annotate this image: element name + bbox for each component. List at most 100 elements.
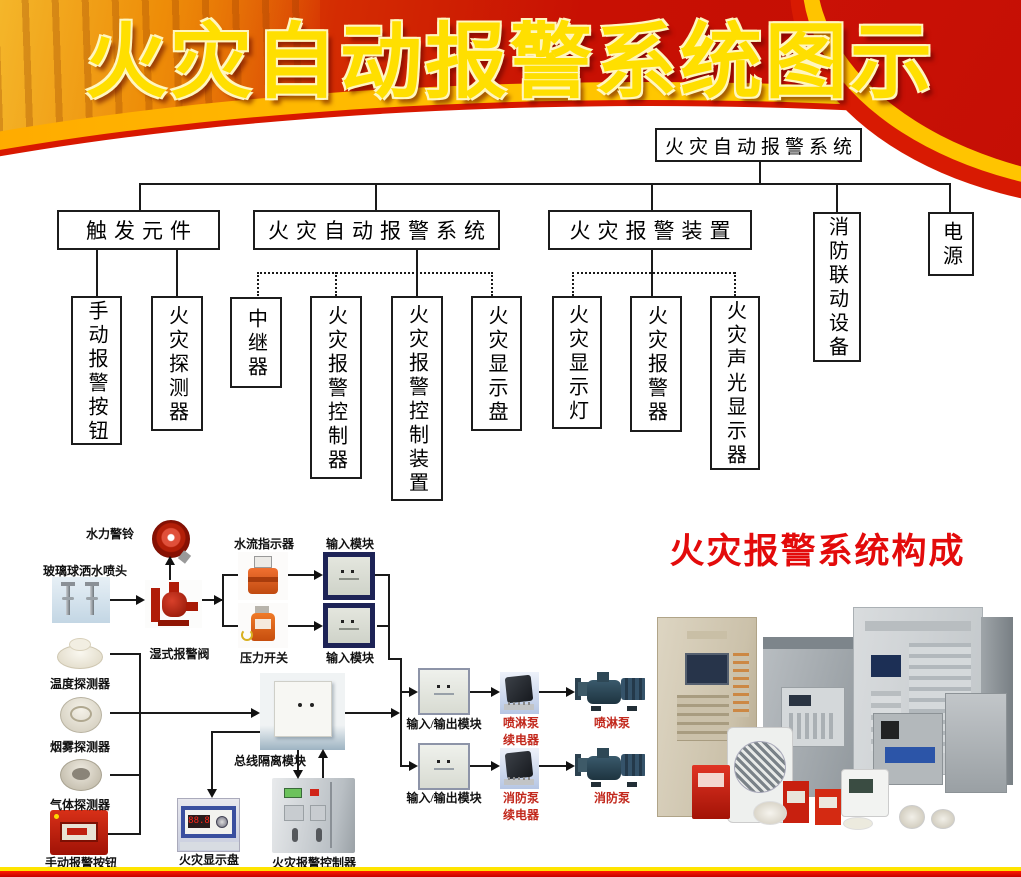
photo-input-module-top bbox=[323, 552, 375, 600]
label-pressure-switch: 压力开关 bbox=[239, 651, 288, 665]
photo-smoke-detector bbox=[52, 693, 110, 738]
connector-arrow bbox=[214, 595, 223, 605]
label-gas-detector: 气体探测器 bbox=[49, 798, 110, 812]
label-wet-valve: 湿式报警阀 bbox=[149, 647, 210, 661]
tree-box-indicator-lamp: 火灾显示灯 bbox=[552, 296, 602, 429]
connector bbox=[538, 765, 568, 767]
photo-bus-isolator-module bbox=[260, 673, 345, 750]
connector bbox=[211, 731, 213, 790]
photo-wet-alarm-valve bbox=[145, 580, 202, 628]
connector bbox=[108, 774, 141, 776]
connector-arrow bbox=[409, 687, 418, 697]
label-io-module-bottom: 输入/输出模块 bbox=[406, 791, 482, 805]
connector bbox=[211, 731, 260, 733]
tree-box-fire-detector: 火灾探测器 bbox=[151, 296, 203, 431]
connector-dotted bbox=[572, 272, 735, 274]
connector bbox=[322, 757, 324, 780]
connector-dotted bbox=[257, 272, 259, 296]
label-smoke-detector: 烟雾探测器 bbox=[49, 740, 110, 754]
photo-input-module-bottom bbox=[323, 603, 375, 648]
photo-flow-indicator bbox=[238, 552, 288, 600]
label-input-module-top: 输入模块 bbox=[325, 537, 374, 551]
connector bbox=[222, 625, 240, 627]
connector bbox=[139, 183, 141, 210]
label-manual-call-point: 手动报警按钮 bbox=[45, 856, 118, 870]
connector bbox=[288, 574, 316, 576]
equipment-photo-collage bbox=[645, 595, 1015, 863]
photo-pressure-switch bbox=[238, 603, 288, 648]
photo-sprinkler-heads bbox=[52, 577, 110, 623]
tree-root-box: 火灾自动报警系统 bbox=[655, 128, 862, 162]
connector bbox=[470, 765, 493, 767]
connector-dotted bbox=[734, 272, 736, 296]
tree-box-alarm-sounder: 火灾报警器 bbox=[630, 296, 682, 432]
connector-arrow bbox=[491, 761, 500, 771]
connector bbox=[759, 162, 761, 183]
connector-dotted bbox=[335, 272, 337, 296]
connector-dotted bbox=[572, 272, 574, 296]
bottom-border-red bbox=[0, 871, 1021, 877]
poster-title: 火灾自动报警系统图示 bbox=[84, 16, 935, 108]
connector bbox=[202, 599, 224, 601]
connector bbox=[222, 574, 240, 576]
connector bbox=[106, 833, 141, 835]
connector bbox=[377, 625, 390, 627]
connector-arrow bbox=[251, 708, 260, 718]
connector bbox=[110, 599, 140, 601]
photo-manual-call-point bbox=[50, 810, 108, 855]
connector bbox=[169, 565, 171, 580]
connector bbox=[96, 250, 98, 296]
connector-arrow bbox=[566, 687, 575, 697]
connector bbox=[139, 183, 951, 185]
connector bbox=[139, 653, 141, 835]
label-spray-pump: 喷淋泵 bbox=[593, 716, 630, 730]
label-fire-alarm-controller: 火灾报警控制器 bbox=[271, 856, 356, 870]
connector bbox=[538, 691, 568, 693]
label-io-module-top: 输入/输出模块 bbox=[406, 717, 482, 731]
connector bbox=[375, 574, 390, 576]
connector-arrow bbox=[136, 595, 145, 605]
photo-spray-pump-relay bbox=[500, 672, 539, 714]
connector-arrow bbox=[314, 621, 323, 631]
connector bbox=[375, 183, 377, 210]
connector-arrow bbox=[293, 770, 303, 779]
connector-arrow bbox=[391, 708, 400, 718]
connector-arrow bbox=[165, 556, 175, 565]
connector bbox=[288, 625, 316, 627]
label-fire-display-panel: 火灾显示盘 bbox=[178, 853, 239, 867]
connector-dotted bbox=[491, 272, 493, 296]
label-bus-isolator: 总线隔离模块 bbox=[233, 754, 306, 768]
tree-box-display-panel: 火灾显示盘 bbox=[471, 296, 522, 431]
label-input-module-bottom: 输入模块 bbox=[325, 651, 374, 665]
label-fire-pump-relay: 消防泵续电器 bbox=[502, 791, 539, 823]
connector-arrow bbox=[314, 570, 323, 580]
tree-box-alarm-device: 火灾报警装置 bbox=[548, 210, 752, 250]
tree-box-repeater: 中继器 bbox=[230, 297, 282, 388]
connector bbox=[400, 658, 402, 767]
tree-box-manual-button: 手动报警按钮 bbox=[71, 296, 122, 445]
label-water-bell: 水力警铃 bbox=[85, 527, 134, 541]
connector bbox=[470, 691, 493, 693]
tree-box-trigger: 触发元件 bbox=[57, 210, 220, 250]
tree-box-alarm-controller: 火灾报警控制器 bbox=[310, 296, 362, 479]
photo-temp-detector bbox=[50, 633, 110, 675]
connector bbox=[345, 712, 393, 714]
photo-fire-display-panel: 88.8 bbox=[177, 798, 240, 852]
connector bbox=[400, 765, 412, 767]
connector bbox=[400, 691, 412, 693]
tree-box-linkage-equipment: 消防联动设备 bbox=[813, 212, 861, 362]
connector-arrow bbox=[566, 761, 575, 771]
connector bbox=[836, 183, 838, 212]
connector bbox=[176, 250, 178, 296]
connector bbox=[651, 183, 653, 210]
photo-fire-pump-relay bbox=[500, 748, 539, 789]
connector-arrow bbox=[491, 687, 500, 697]
connector bbox=[388, 658, 402, 660]
tree-box-power: 电源 bbox=[928, 212, 974, 276]
tree-box-alarm-control-device: 火灾报警控制装置 bbox=[391, 296, 443, 501]
photo-fire-alarm-controller bbox=[272, 778, 355, 853]
label-spray-pump-relay: 喷淋泵续电器 bbox=[502, 716, 539, 748]
photo-io-module-bottom bbox=[418, 743, 470, 790]
label-fire-pump: 消防泵 bbox=[593, 791, 630, 805]
connector bbox=[949, 183, 951, 212]
